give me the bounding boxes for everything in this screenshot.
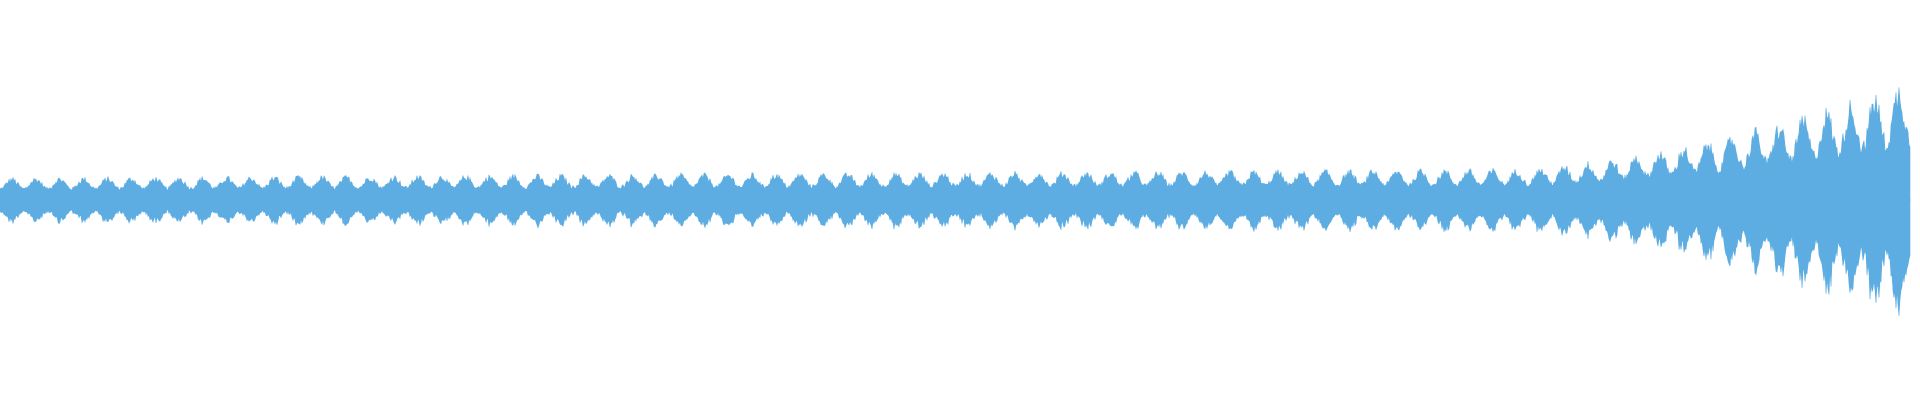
waveform-envelope: [0, 87, 1911, 317]
waveform-bars: [0, 87, 1911, 317]
